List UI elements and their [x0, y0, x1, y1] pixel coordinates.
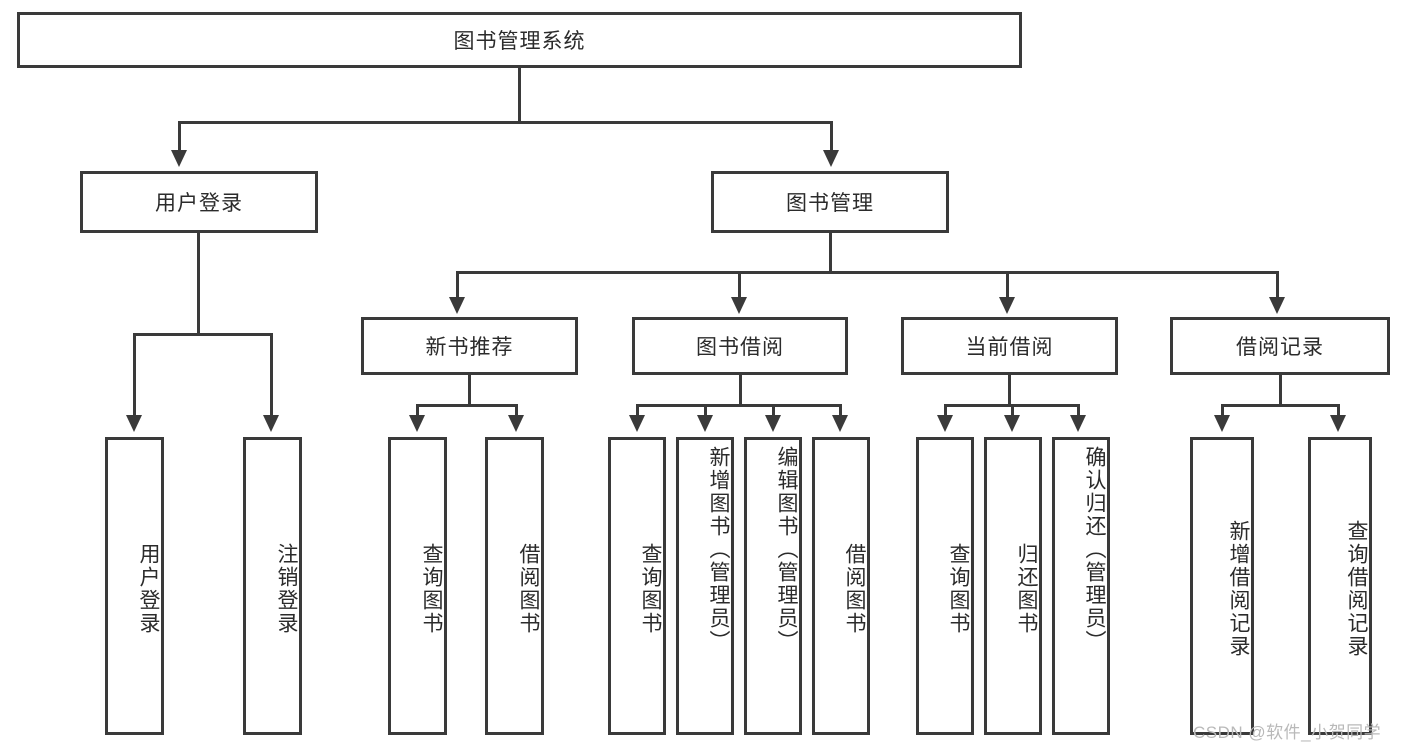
connector-user-login-right: [270, 333, 273, 417]
arrow-to-leaf-add-book-admin: [697, 415, 713, 432]
leaf-node-add-borrow-record[interactable]: 新增借阅记录: [1190, 437, 1254, 735]
node-label: 借阅图书: [517, 543, 540, 635]
connector-record-right: [1337, 404, 1340, 417]
arrow-to-leaf-return-book: [1004, 415, 1020, 432]
node-new-book-recommend[interactable]: 新书推荐: [361, 317, 578, 375]
node-label: 归还图书: [1015, 543, 1038, 635]
connector-current-stem: [1008, 375, 1011, 404]
node-label: 新书推荐: [425, 336, 514, 359]
connector-recommend-left: [416, 404, 419, 417]
node-label: 用户登录: [155, 192, 243, 215]
connector-borrow-c4: [839, 404, 842, 417]
connector-record-stem: [1279, 375, 1282, 404]
connector-borrow-c1: [636, 404, 639, 417]
leaf-node-query-borrow-record[interactable]: 查询借阅记录: [1308, 437, 1372, 735]
node-book-management[interactable]: 图书管理: [711, 171, 949, 233]
node-user-login[interactable]: 用户登录: [80, 171, 318, 233]
node-label: 查询图书: [420, 543, 443, 635]
connector-bm-to-borrow: [738, 271, 741, 299]
node-label: 查询图书: [639, 543, 662, 635]
node-label: 图书管理: [786, 192, 874, 215]
connector-bm-to-record: [1276, 271, 1279, 299]
watermark-text: CSDN @软件_小贺同学: [1193, 723, 1382, 742]
connector-current-c1: [944, 404, 947, 417]
node-current-borrow[interactable]: 当前借阅: [901, 317, 1118, 375]
arrow-to-leaf-user-login: [126, 415, 142, 432]
arrow-to-leaf-borrow-book: [832, 415, 848, 432]
arrow-to-leaf-add-borrow-record: [1214, 415, 1230, 432]
connector-recommend-stem: [468, 375, 471, 404]
leaf-node-query-book-current[interactable]: 查询图书: [916, 437, 974, 735]
arrow-to-current-borrow: [999, 297, 1015, 314]
arrow-to-leaf-confirm-return-admin: [1070, 415, 1086, 432]
leaf-node-logout[interactable]: 注销登录: [243, 437, 302, 735]
node-root-system[interactable]: 图书管理系统: [17, 12, 1022, 68]
connector-record-bar: [1221, 404, 1340, 407]
node-label: 查询图书: [947, 543, 970, 635]
connector-current-c2: [1011, 404, 1014, 417]
node-label: 查询借阅记录: [1345, 520, 1368, 658]
arrow-to-leaf-logout: [263, 415, 279, 432]
arrow-to-leaf-query-book-current: [937, 415, 953, 432]
node-label: 编辑图书（管理员）: [775, 446, 798, 653]
leaf-node-add-book-admin[interactable]: 新增图书（管理员）: [676, 437, 734, 735]
arrow-to-user-login: [171, 150, 187, 167]
node-borrow-record[interactable]: 借阅记录: [1170, 317, 1390, 375]
connector-record-left: [1221, 404, 1224, 417]
connector-root-bar: [178, 121, 833, 124]
connector-book-management-stem: [829, 233, 832, 273]
arrow-to-borrow-record: [1269, 297, 1285, 314]
node-label: 确认归还（管理员）: [1083, 446, 1106, 653]
connector-user-login-left: [133, 333, 136, 417]
leaf-node-user-login[interactable]: 用户登录: [105, 437, 164, 735]
leaf-node-borrow-book-recommend[interactable]: 借阅图书: [485, 437, 544, 735]
connector-recommend-bar: [416, 404, 518, 407]
node-book-borrow[interactable]: 图书借阅: [632, 317, 848, 375]
connector-borrow-bar: [636, 404, 842, 407]
arrow-to-leaf-query-book-recommend: [409, 415, 425, 432]
connector-bm-to-current: [1006, 271, 1009, 299]
arrow-to-book-borrow: [731, 297, 747, 314]
node-label: 图书管理系统: [453, 30, 586, 53]
node-label: 新增借阅记录: [1227, 520, 1250, 658]
node-label: 图书借阅: [696, 336, 784, 359]
leaf-node-edit-book-admin[interactable]: 编辑图书（管理员）: [744, 437, 802, 735]
node-label: 新增图书（管理员）: [707, 446, 730, 653]
connector-current-c3: [1077, 404, 1080, 417]
arrow-to-leaf-borrow-book-recommend: [508, 415, 524, 432]
leaf-node-query-book-recommend[interactable]: 查询图书: [388, 437, 447, 735]
leaf-node-return-book[interactable]: 归还图书: [984, 437, 1042, 735]
node-label: 当前借阅: [965, 336, 1054, 359]
node-label: 借阅记录: [1236, 336, 1324, 359]
node-label: 用户登录: [137, 543, 160, 635]
node-label: 注销登录: [275, 543, 298, 635]
arrow-to-book-management: [823, 150, 839, 167]
leaf-node-query-book[interactable]: 查询图书: [608, 437, 666, 735]
connector-recommend-right: [515, 404, 518, 417]
connector-book-management-bar: [456, 271, 1278, 274]
connector-borrow-c2: [704, 404, 707, 417]
node-label: 借阅图书: [843, 543, 866, 635]
arrow-to-new-book-recommend: [449, 297, 465, 314]
connector-user-login-bar: [133, 333, 272, 336]
arrow-to-leaf-query-borrow-record: [1330, 415, 1346, 432]
connector-root-to-book-management: [830, 121, 833, 152]
leaf-node-confirm-return-admin[interactable]: 确认归还（管理员）: [1052, 437, 1110, 735]
connector-bm-to-recommend: [456, 271, 459, 299]
leaf-node-borrow-book[interactable]: 借阅图书: [812, 437, 870, 735]
arrow-to-leaf-query-book: [629, 415, 645, 432]
connector-root-to-user-login: [178, 121, 181, 152]
connector-borrow-stem: [739, 375, 742, 404]
arrow-to-leaf-edit-book-admin: [765, 415, 781, 432]
connector-root-stem: [518, 68, 521, 121]
connector-borrow-c3: [772, 404, 775, 417]
connector-user-login-stem: [197, 233, 200, 333]
